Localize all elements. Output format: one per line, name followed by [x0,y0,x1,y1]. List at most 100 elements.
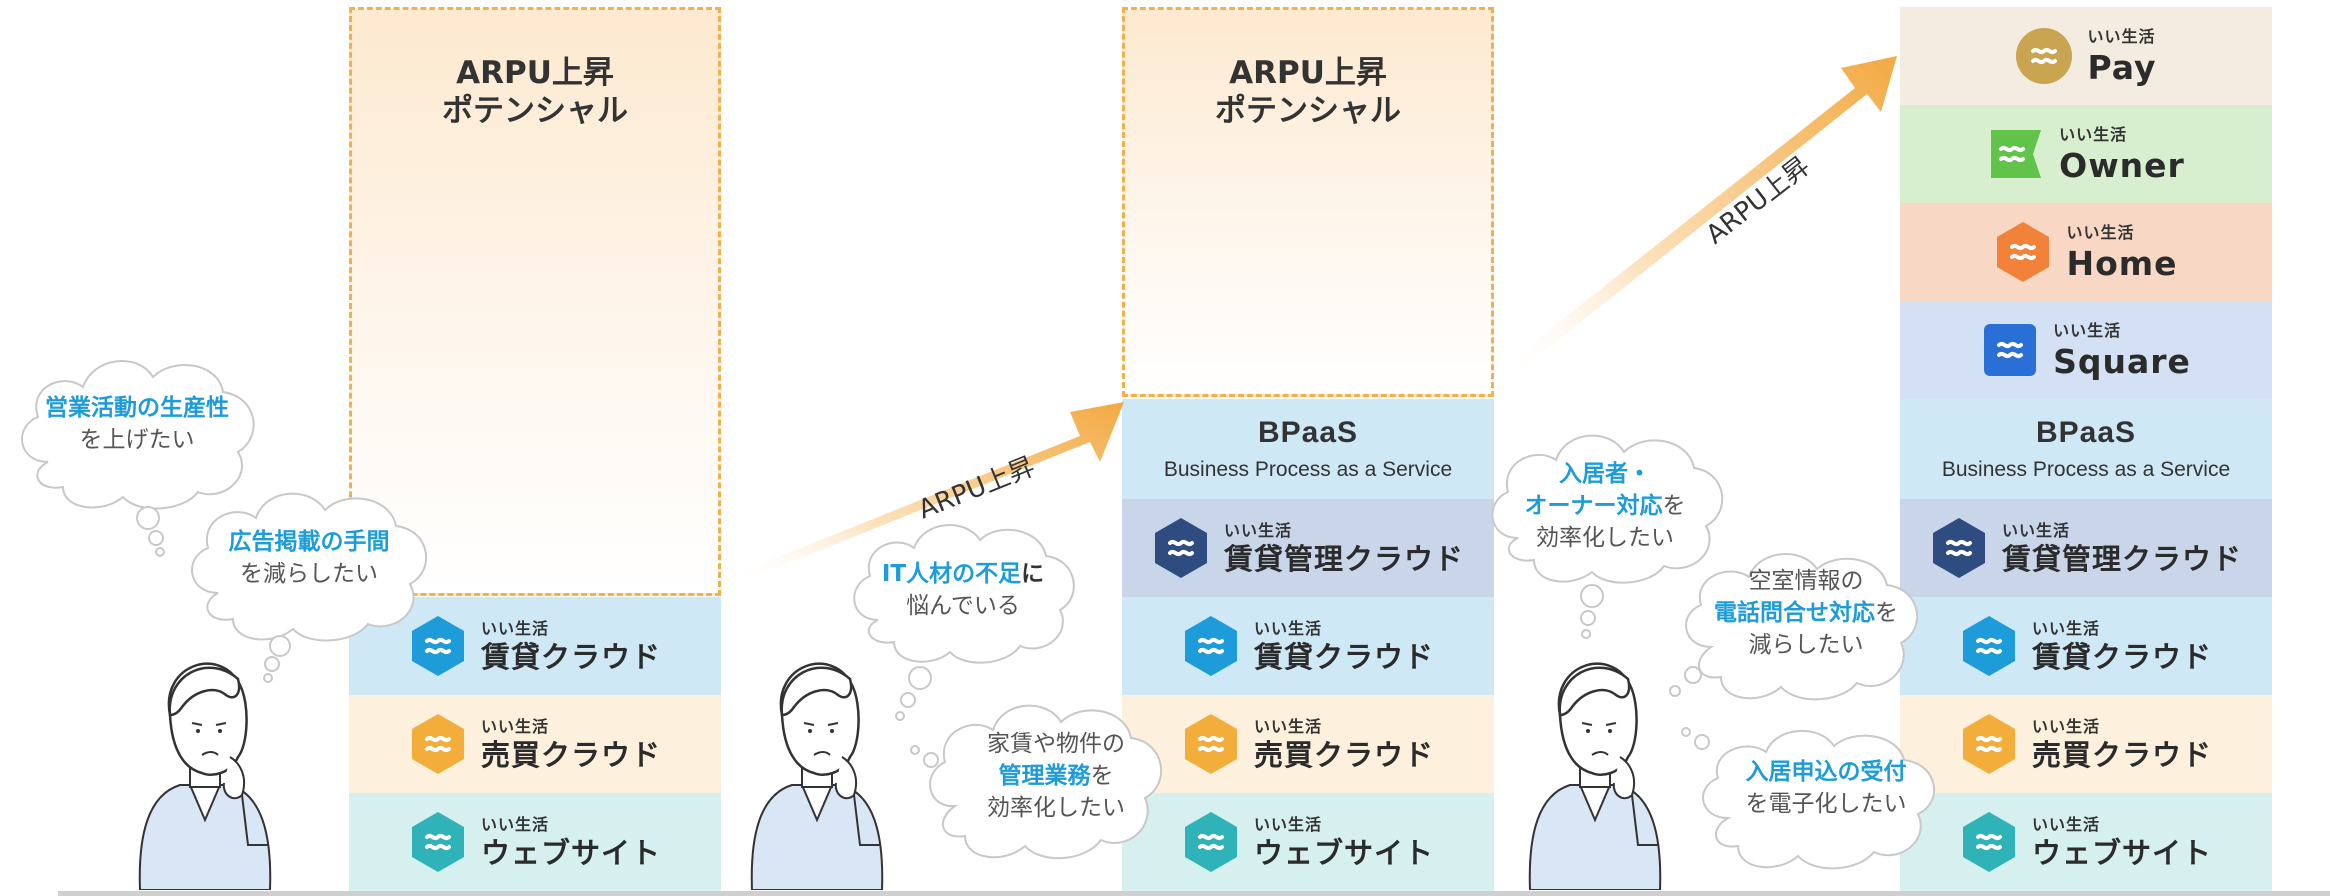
thought-cloud-application: 入居申込の受付 を電子化したい [1672,718,1954,886]
product-kanri-2: いい生活 賃貸管理クラウド [1122,499,1494,597]
brand-label: いい生活 [1253,618,1322,638]
product-name: 賃貸管理クラウド [2001,541,2242,576]
cloud-highlight: 広告掲載の手間 [228,529,390,555]
product-name: Owner [2059,145,2185,185]
product-website-3: いい生活 ウェブサイト [1900,793,2272,891]
arpu-potential-box-1: ARPU上昇 ポテンシャル [349,7,721,596]
product-name: Square [2053,341,2191,381]
bpaas-block-3: BPaaS Business Process as a Service [1900,399,2272,499]
product-chintai-1: いい生活 賃貸クラウド [349,597,721,695]
cloud-text: を電子化したい [1745,791,1907,817]
brand-label: いい生活 [2031,618,2100,638]
brand-label: いい生活 [1253,716,1322,736]
cloud-text-pre: 空室情報の [1748,568,1864,594]
cloud-highlight: 入居者・ [1559,461,1651,487]
cloud-text-dark: に [1021,561,1045,587]
brand-label: いい生活 [2053,320,2122,340]
pay-circle-icon [2015,24,2073,88]
brand-label: いい生活 [2059,124,2128,144]
brand-label: いい生活 [480,716,549,736]
arpu-arrow-2 [1501,56,1897,376]
product-name: 売買クラウド [1253,737,1434,772]
potential-line1: ARPU上昇 [1229,55,1387,91]
product-name: 売買クラウド [2031,737,2212,772]
cloud-highlight: 管理業務 [998,763,1091,789]
product-baibai-2: いい生活 売買クラウド [1122,695,1494,793]
product-square-3: いい生活 Square [1900,301,2272,399]
product-name: Pay [2087,47,2157,87]
kanri-hex-icon [1152,516,1210,580]
product-name: 賃貸クラウド [1253,639,1434,674]
bpaas-title: BPaaS [1257,416,1359,449]
worried-person-illustration-2 [750,662,884,890]
owner-flag-icon [1987,122,2045,186]
cloud-text: 効率化したい [987,795,1125,821]
cloud-highlight-2: オーナー対応 [1524,493,1663,519]
baseline-divider [58,891,2330,896]
chintai-hex-icon [1182,614,1240,678]
cloud-text-mid: を [1875,600,1898,626]
thought-cloud-ad-posting: 広告掲載の手間 を減らしたい [178,478,440,688]
cloud-highlight: 入居申込の受付 [1745,759,1907,785]
cloud-text: 効率化したい [1536,525,1674,551]
product-website-2: いい生活 ウェブサイト [1122,793,1494,891]
thought-cloud-productivity: 営業活動の生産性 を上げたい [8,342,266,557]
product-name: 売買クラウド [480,737,661,772]
website-hex-icon [1960,810,2018,874]
bpaas-subtitle: Business Process as a Service [1163,458,1453,481]
chintai-hex-icon [1960,614,2018,678]
thought-cloud-it-talent: IT人材の不足に 悩んでいる [842,510,1084,730]
arpu-potential-box-2: ARPU上昇 ポテンシャル [1122,7,1494,397]
potential-line1: ARPU上昇 [456,55,614,91]
product-home-3: いい生活 Home [1900,203,2272,301]
cloud-text-pre: 家賃や物件の [987,731,1125,757]
worried-person-illustration-3 [1528,662,1662,890]
home-hex-icon [1994,220,2052,284]
brand-label: いい生活 [480,814,549,834]
product-name: ウェブサイト [2031,835,2212,870]
brand-label: いい生活 [2031,716,2100,736]
brand-label: いい生活 [2066,222,2135,242]
product-baibai-1: いい生活 売買クラウド [349,695,721,793]
kanri-hex-icon [1930,516,1988,580]
cloud-highlight: 営業活動の生産性 [45,395,229,421]
product-name: 賃貸クラウド [2031,639,2212,674]
product-name: ウェブサイト [480,835,661,870]
brand-label: いい生活 [1223,520,1292,540]
cloud-text: を減らしたい [240,561,378,587]
product-owner-3: いい生活 Owner [1900,105,2272,203]
product-website-1: いい生活 ウェブサイト [349,793,721,891]
product-name: ウェブサイト [1253,835,1434,870]
product-pay-3: いい生活 Pay [1900,7,2272,105]
product-name: Home [2066,243,2178,283]
product-chintai-3: いい生活 賃貸クラウド [1900,597,2272,695]
cloud-text-mid: を [1090,763,1114,789]
product-name: 賃貸クラウド [480,639,661,674]
brand-label: いい生活 [1253,814,1322,834]
product-chintai-2: いい生活 賃貸クラウド [1122,597,1494,695]
brand-label: いい生活 [2087,26,2156,46]
cloud-text: 減らしたい [1748,632,1864,658]
bpaas-subtitle: Business Process as a Service [1941,458,2231,481]
website-hex-icon [409,810,467,874]
website-hex-icon [1182,810,1240,874]
cloud-text-mid: を [1662,493,1686,519]
baibai-hex-icon [409,712,467,776]
brand-label: いい生活 [2001,520,2070,540]
arpu-arrow-1 [726,402,1124,584]
baibai-hex-icon [1182,712,1240,776]
bpaas-title: BPaaS [2035,416,2137,449]
thought-cloud-tenant-owner: 入居者・ オーナー対応を 効率化したい [1480,420,1730,650]
thought-cloud-phone-inquiry: 空室情報の 電話問合せ対応を 減らしたい [1655,535,1937,715]
potential-line2: ポテンシャル [1215,93,1401,129]
product-baibai-3: いい生活 売買クラウド [1900,695,2272,793]
potential-line2: ポテンシャル [442,93,628,129]
chintai-hex-icon [409,614,467,678]
bpaas-block-1: BPaaS Business Process as a Service [1122,399,1494,499]
cloud-highlight: 電話問合せ対応 [1714,600,1875,626]
baibai-hex-icon [1960,712,2018,776]
brand-label: いい生活 [480,618,549,638]
worried-person-illustration-1 [138,662,272,890]
cloud-highlight: IT人材の不足 [881,561,1022,587]
brand-label: いい生活 [2031,814,2100,834]
